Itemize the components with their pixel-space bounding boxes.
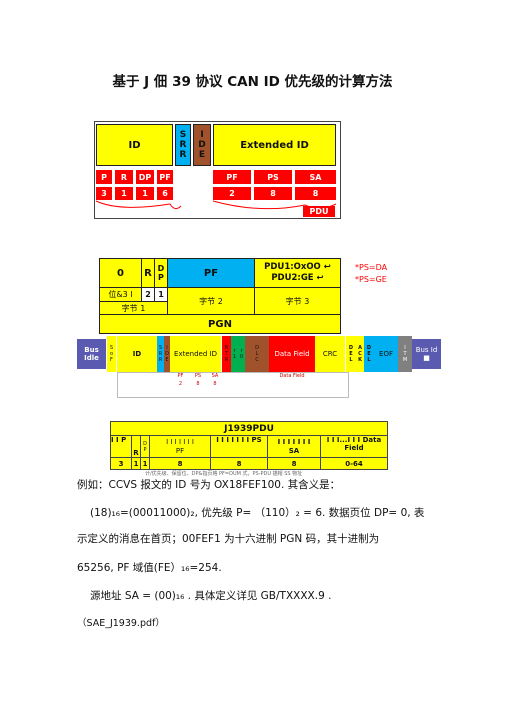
frame-r0: r 0 [238,336,245,372]
field-ps: PS [254,170,292,184]
frame-ack: A C K [356,336,364,372]
t1-note2: *PS=GE [355,274,387,284]
j1939-bits-data: 0-64 [320,457,388,470]
frame-sub-pf: PF [177,373,184,379]
j1939-caption: 计/优先级、保留位、DP&指页格 PF=DUM 式，PS-PDU 描帽 SS 物… [145,471,303,477]
frame-sub-bits-sa: 8 [213,381,217,387]
frame-del2: D E L [364,336,374,372]
bits-ps: 8 [254,187,292,200]
field-r: R [115,170,133,184]
ide-field: I D E [193,124,211,166]
page-title: 基于 J 佃 39 协议 CAN ID 优先级的计算方法 [112,74,393,90]
j1939-bits-r: 1 [131,457,141,470]
frame-sub-bits-ps: 8 [196,381,200,387]
j1939-title: J1939PDU [110,421,388,436]
j1939-h-r: R [131,435,141,458]
extended-id-field: Extended ID [213,124,336,166]
j1939-bits-sa: 8 [267,457,321,470]
j1939-h-sa: I I I I I I I SA [267,435,321,458]
j1939-h-p: I I P [110,435,132,458]
para-sa: 源地址 SA = (00)₁₆ . 具体定义详见 GB/TXXXX.9 . [90,590,332,602]
bits-p: 3 [96,187,112,200]
frame-data: Data Field [269,336,315,372]
t1-r: R [141,258,155,288]
t1-bits-1: 1 [154,287,168,302]
frame-id: ID [117,336,157,372]
t1-byte2: 字节 2 [167,287,255,315]
t1-dp: D P [154,258,168,288]
t1-bits-2: 2 [141,287,155,302]
t1-note1: *PS=DA [355,262,388,272]
j1939-bits-ps: 8 [210,457,268,470]
frame-srr: S R R [157,336,164,372]
t1-zero: 0 [99,258,142,288]
j1939-bits-dp: 1 [140,457,150,470]
j1939-h-data: I I I...I I I Data Field [320,435,388,458]
j1939-bits-p: 3 [110,457,132,470]
pdu-label: PDU [303,206,335,217]
frame-dlc: D L C [245,336,269,372]
j1939-table: J1939PDU I I P R D P I I I I I I I PF I … [110,421,388,470]
field-pf-hi: PF [157,170,173,184]
bits-pf-hi: 6 [157,187,173,200]
frame-sub-bits-pf: 2 [178,381,183,387]
frame-bus-idle-2: Bus Id ■ [412,339,441,369]
frame-sub-sa: SA [211,373,219,379]
field-dp: DP [136,170,154,184]
frame-ide: I D E [164,336,170,372]
frame-sof: S o F [107,336,116,372]
frame-del1: D E L [346,336,356,372]
para-ref: （SAE_J1939.pdf） [77,618,165,629]
frame-ext-id: Extended ID [170,336,221,372]
t1-byte1: 字节 1 [99,301,168,315]
j1939-h-ps: I I I I I I I PS [210,435,268,458]
frame-sub-ps: PS [194,373,202,379]
para-priority: (18)₁₆=(00011000)₂, 优先级 P= （110）₂ = 6. 数… [90,507,425,519]
j1939-bits-pf: 8 [149,457,211,470]
t1-byte3: 字节 3 [254,287,341,315]
frame-sub-data: Data Field [279,373,305,379]
diagram1-border [94,121,341,219]
field-pf-lo: PF [213,170,251,184]
frame-eof: EOF [374,336,398,372]
para-pgn: 示定义的消息在首页；00FEF1 为十六进制 PGN 码，其十进制为 [77,533,380,545]
frame-crc: CRC [315,336,345,372]
frame-itm: I T M [398,336,412,372]
j1939-h-pf: I I I I I I I PF [149,435,211,458]
frame-bus-idle: Bus Idle [77,339,106,369]
bits-r: 1 [115,187,133,200]
para-pf: 65256, PF 域值(FE）₁₆=254. [77,562,222,574]
frame-sub-rows [117,372,349,398]
id-field: ID [96,124,173,166]
frame-rtr: R T R [222,336,231,372]
t1-pgn: PGN [99,314,341,334]
bits-sa: 8 [295,187,336,200]
t1-pdu: PDU1:OxOO ↩ PDU2:GE ↩ [254,258,341,288]
j1939-h-dp: D P [140,435,150,458]
field-p: P [96,170,112,184]
t1-pf: PF [167,258,255,288]
para-example: 例如：CCVS 报文的 ID 号为 OX18FEF100. 其含义是： [77,479,341,491]
bits-pf-lo: 2 [213,187,251,200]
srr-field: S R R [175,124,191,166]
t1-bits-label: 位&3 I [99,287,142,302]
frame-r1: r 1 [231,336,238,372]
bits-dp: 1 [136,187,154,200]
field-sa: SA [295,170,336,184]
